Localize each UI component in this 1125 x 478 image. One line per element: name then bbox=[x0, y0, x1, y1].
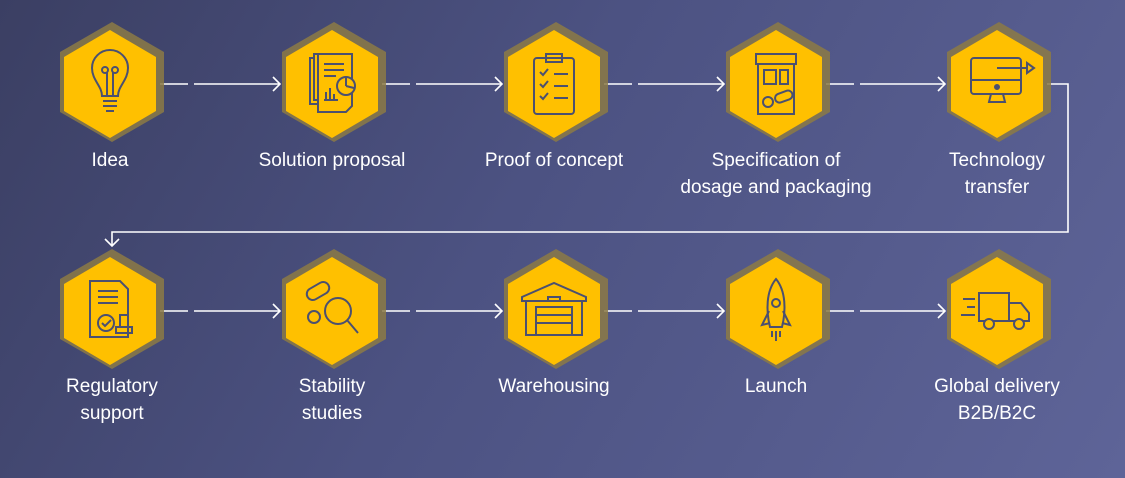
step-hexagon bbox=[947, 249, 1051, 369]
step-hexagon bbox=[60, 249, 164, 369]
step-hexagon bbox=[282, 249, 386, 369]
label-line: Regulatory bbox=[66, 376, 158, 397]
monitor-transfer-icon bbox=[970, 57, 1036, 103]
label-line: B2B/B2C bbox=[957, 403, 1037, 424]
label-line: studies bbox=[301, 403, 363, 424]
arrow-head-icon bbox=[937, 76, 947, 92]
step-label-specification: Specification of dosage and packaging bbox=[666, 147, 886, 201]
step-label-technology-transfer: Technology transfer bbox=[887, 147, 1107, 201]
arrow-head-icon bbox=[272, 303, 282, 319]
step-hexagon bbox=[504, 22, 608, 142]
hexagons bbox=[60, 22, 1051, 369]
step-label-launch: Launch bbox=[744, 376, 808, 397]
step-hexagon bbox=[726, 22, 830, 142]
label-line: transfer bbox=[964, 177, 1030, 198]
step-hexagon bbox=[947, 22, 1051, 142]
warehouse-icon bbox=[521, 281, 587, 336]
arrow-head-icon bbox=[937, 303, 947, 319]
connectors bbox=[104, 76, 1069, 319]
step-hexagon bbox=[60, 22, 164, 142]
step-hexagon bbox=[726, 249, 830, 369]
hexagon-fill bbox=[286, 257, 378, 365]
hexagon-fill bbox=[951, 257, 1043, 365]
arrow-head-icon bbox=[494, 76, 504, 92]
hexagon-fill bbox=[730, 257, 822, 365]
step-hexagon bbox=[504, 249, 608, 369]
delivery-truck-icon bbox=[961, 292, 1030, 330]
rocket-icon bbox=[760, 277, 792, 341]
arrow-head-icon bbox=[494, 303, 504, 319]
label-line: support bbox=[80, 403, 144, 424]
step-label-idea: Idea bbox=[91, 150, 129, 171]
pill-bottle-icon bbox=[755, 53, 797, 115]
label-line: Stability bbox=[298, 376, 366, 397]
label-line: Specification of bbox=[711, 150, 841, 171]
arrow-head-icon bbox=[716, 303, 726, 319]
arrow-head-icon bbox=[716, 76, 726, 92]
arrow-head-icon bbox=[104, 238, 120, 248]
hexagon-fill bbox=[508, 257, 600, 365]
hexagon-fill bbox=[508, 30, 600, 138]
step-label-proof-of-concept: Proof of concept bbox=[484, 150, 624, 171]
step-label-regulatory-support: Regulatory support bbox=[2, 373, 222, 427]
hexagon-fill bbox=[64, 257, 156, 365]
label-line: Technology bbox=[948, 150, 1046, 171]
label-line: dosage and packaging bbox=[680, 177, 872, 198]
pill-magnifier-icon bbox=[305, 281, 359, 334]
report-document-icon bbox=[309, 53, 356, 113]
lightbulb-icon bbox=[90, 49, 130, 112]
arrow-head-icon bbox=[272, 76, 282, 92]
clipboard-checklist-icon bbox=[533, 53, 575, 115]
row-wrap-connector bbox=[111, 83, 1069, 246]
step-label-solution-proposal: Solution proposal bbox=[258, 150, 406, 171]
certified-document-icon bbox=[89, 280, 133, 338]
step-label-warehousing: Warehousing bbox=[498, 376, 610, 397]
step-label-stability-studies: Stability studies bbox=[222, 373, 442, 427]
step-hexagon bbox=[282, 22, 386, 142]
hexagon-fill bbox=[64, 30, 156, 138]
label-line: Global delivery bbox=[934, 376, 1060, 397]
